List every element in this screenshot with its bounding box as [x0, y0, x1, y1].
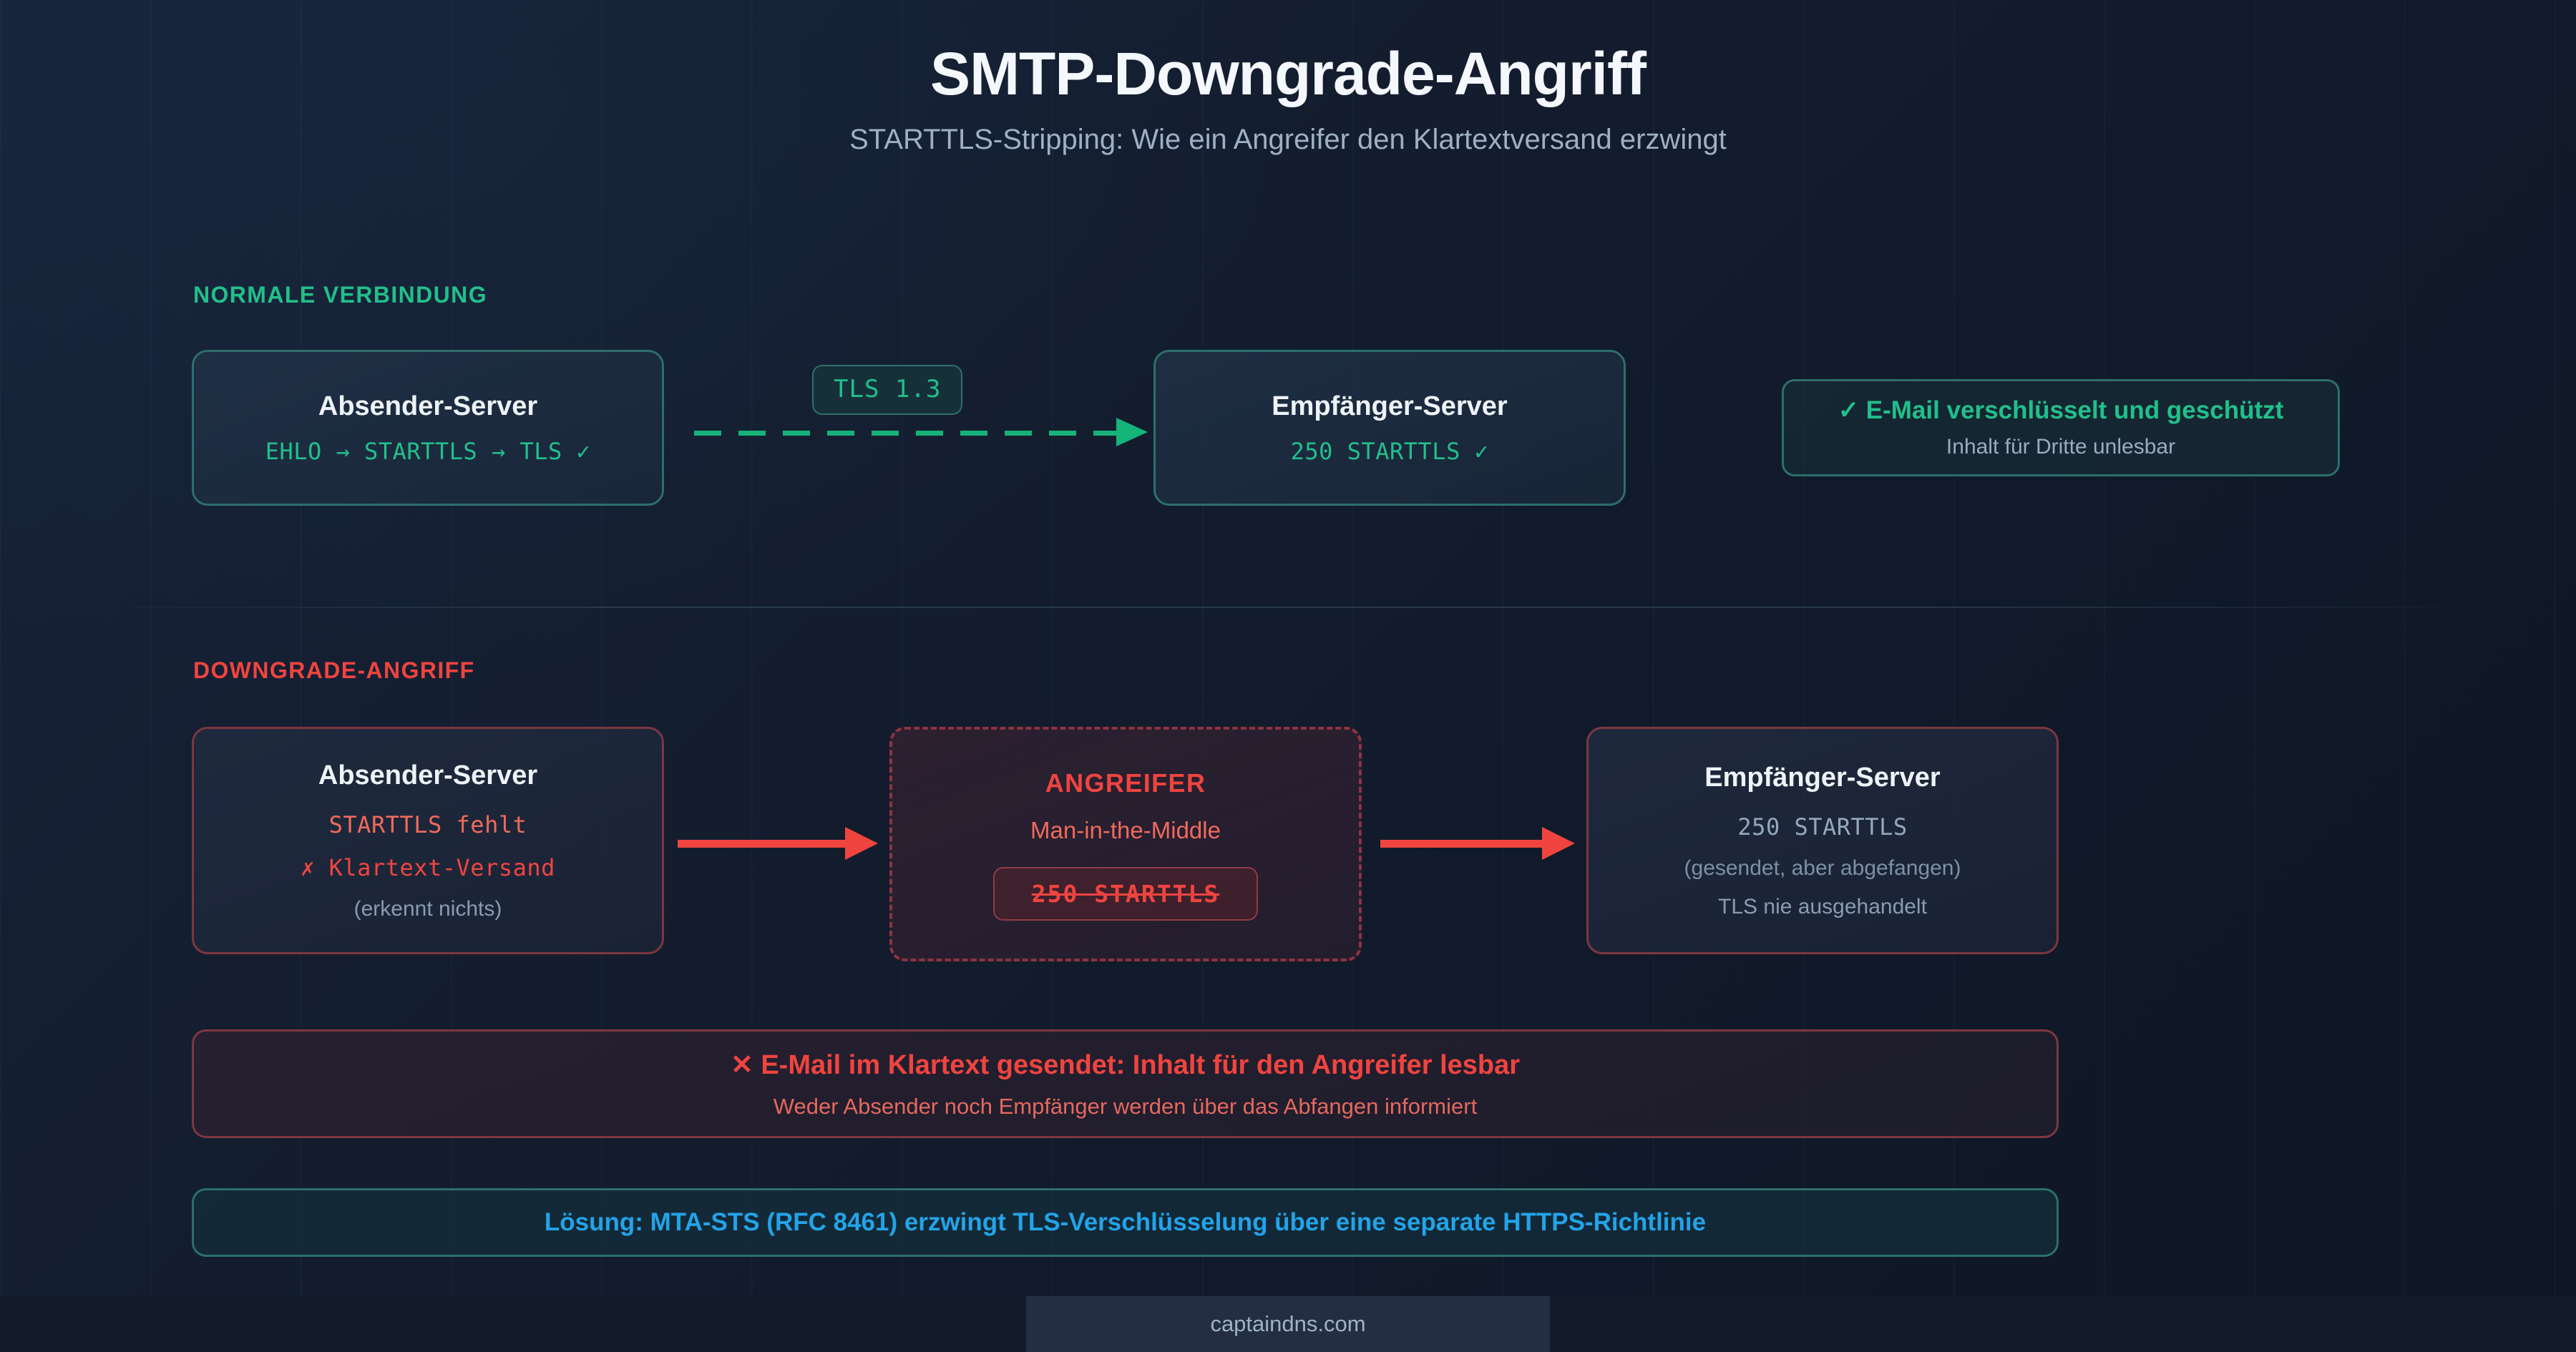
solid-arrow-right-icon-left: [678, 827, 878, 860]
node-receiver-normal: Empfänger-Server 250 STARTTLS ✓: [1153, 350, 1626, 506]
node-sender-normal-detail: EHLO → STARTTLS → TLS ✓: [265, 437, 591, 465]
section-label-attack: DOWNGRADE-ANGRIFF: [193, 657, 475, 683]
arrow-head: [1542, 827, 1575, 860]
footer-watermark-text: captaindns.com: [1210, 1311, 1366, 1336]
node-receiver-attack: Empfänger-Server 250 STARTTLS (gesendet,…: [1586, 727, 2059, 954]
section-divider: [132, 607, 2444, 608]
header: SMTP-Downgrade-Angriff STARTTLS-Strippin…: [0, 41, 2576, 156]
node-receiver-attack-line2: (gesendet, aber abgefangen): [1684, 856, 1961, 880]
node-attacker: ANGREIFER Man-in-the-Middle 250 STARTTLS: [889, 727, 1362, 961]
node-sender-normal: Absender-Server EHLO → STARTTLS → TLS ✓: [192, 350, 664, 506]
arrow-shaft: [694, 431, 1116, 436]
arrow-head: [845, 827, 878, 860]
solid-arrow-right-icon-right: [1380, 827, 1575, 860]
arrow-head: [1116, 418, 1148, 446]
stripped-command-chip: 250 STARTTLS: [992, 866, 1259, 921]
node-sender-attack-line2: ✗ Klartext-Versand: [301, 853, 555, 881]
status-badge-encrypted-main: ✓ E-Mail verschlüsselt und geschützt: [1838, 396, 2284, 425]
check-icon: ✓: [1838, 396, 1860, 424]
footer-watermark: captaindns.com: [1026, 1296, 1550, 1352]
section-label-normal: NORMALE VERBINDUNG: [193, 282, 487, 308]
node-attacker-subtitle: Man-in-the-Middle: [1030, 816, 1221, 843]
banner-solution: Lösung: MTA-STS (RFC 8461) erzwingt TLS-…: [192, 1188, 2059, 1257]
node-sender-normal-title: Absender-Server: [318, 391, 538, 421]
banner-danger-sub: Weder Absender noch Empfänger werden übe…: [773, 1093, 1478, 1119]
banner-danger: ✕ E-Mail im Klartext gesendet: Inhalt fü…: [192, 1029, 2059, 1138]
tls-version-badge: TLS 1.3: [812, 365, 963, 415]
node-sender-attack-line3: (erkennt nichts): [353, 896, 502, 921]
node-receiver-normal-detail: 250 STARTTLS ✓: [1290, 437, 1489, 465]
page-title: SMTP-Downgrade-Angriff: [930, 40, 1646, 107]
node-sender-attack: Absender-Server STARTTLS fehlt ✗ Klartex…: [192, 727, 664, 954]
node-receiver-normal-title: Empfänger-Server: [1272, 391, 1508, 421]
banner-danger-main: ✕ E-Mail im Klartext gesendet: Inhalt fü…: [730, 1049, 1521, 1080]
node-attacker-title: ANGREIFER: [1045, 768, 1206, 798]
node-sender-attack-title: Absender-Server: [318, 760, 538, 790]
status-badge-encrypted-text: E-Mail verschlüsselt und geschützt: [1865, 396, 2284, 424]
dashed-arrow-right-icon: [694, 418, 1149, 446]
arrow-shaft: [1380, 840, 1542, 848]
node-receiver-attack-line3: TLS nie ausgehandelt: [1718, 894, 1927, 919]
node-receiver-attack-line1: 250 STARTTLS: [1737, 813, 1908, 841]
arrow-shaft: [678, 840, 845, 848]
banner-solution-text: Lösung: MTA-STS (RFC 8461) erzwingt TLS-…: [544, 1208, 1707, 1236]
page-subtitle: STARTTLS-Stripping: Wie ein Angreifer de…: [849, 123, 1727, 155]
status-badge-encrypted-sub: Inhalt für Dritte unlesbar: [1946, 435, 2176, 459]
status-badge-encrypted: ✓ E-Mail verschlüsselt und geschützt Inh…: [1782, 379, 2340, 476]
node-receiver-attack-title: Empfänger-Server: [1704, 762, 1941, 793]
node-sender-attack-line1: STARTTLS fehlt: [328, 810, 527, 838]
